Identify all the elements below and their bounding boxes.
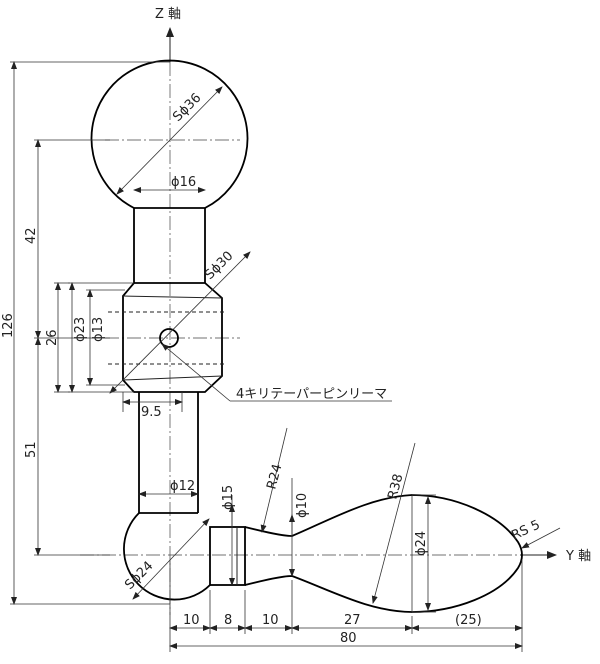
dim-radius-38: R38 [385, 472, 406, 501]
dim-hub-width: 9.5 [141, 405, 162, 420]
dim-hub-hole: ϕ13 [91, 317, 106, 342]
dim-hub-outer: ϕ23 [73, 317, 88, 342]
collar [209, 526, 246, 586]
part-outline [90, 59, 523, 613]
note-hole: 4キリテーパーピンリーマ [236, 387, 387, 402]
dim-sphere-top: Sϕ36 [170, 91, 204, 125]
dim-upper-height: 42 [24, 227, 39, 244]
dim-radius-24: R24 [264, 462, 285, 491]
dim-hub-height: 26 [45, 329, 60, 346]
dim-grip-neck: ϕ10 [295, 493, 310, 518]
dimension-annotations: Sϕ36 ϕ16 Sϕ30 ϕ23 ϕ13 9.5 4キリテーパーピンリーマ ϕ… [1, 61, 561, 652]
z-axis: Z 軸 [155, 7, 181, 615]
dim-neck-upper: ϕ16 [171, 175, 196, 190]
dim-len-10b: 10 [262, 613, 279, 628]
y-axis-label: Y 軸 [565, 549, 591, 564]
top-sphere [90, 59, 249, 209]
dim-total-height: 126 [1, 313, 16, 338]
dim-len-10a: 10 [183, 613, 200, 628]
grip [244, 494, 523, 613]
y-axis: Y 軸 [80, 549, 591, 564]
dim-len-27: 27 [344, 613, 361, 628]
dim-neck-lower: ϕ12 [170, 479, 195, 494]
dim-lower-height: 51 [24, 441, 39, 458]
dim-chamfer-sphere: Sϕ30 [202, 249, 236, 283]
hub-block [122, 282, 223, 393]
dim-len-8: 8 [224, 613, 232, 628]
dim-len-25: (25) [455, 613, 482, 628]
dim-total-length: 80 [340, 631, 357, 646]
dim-grip-max: ϕ24 [414, 531, 429, 556]
dim-sphere-bottom: Sϕ24 [122, 559, 156, 593]
dim-collar: ϕ15 [221, 485, 236, 510]
z-axis-label: Z 軸 [155, 7, 181, 22]
